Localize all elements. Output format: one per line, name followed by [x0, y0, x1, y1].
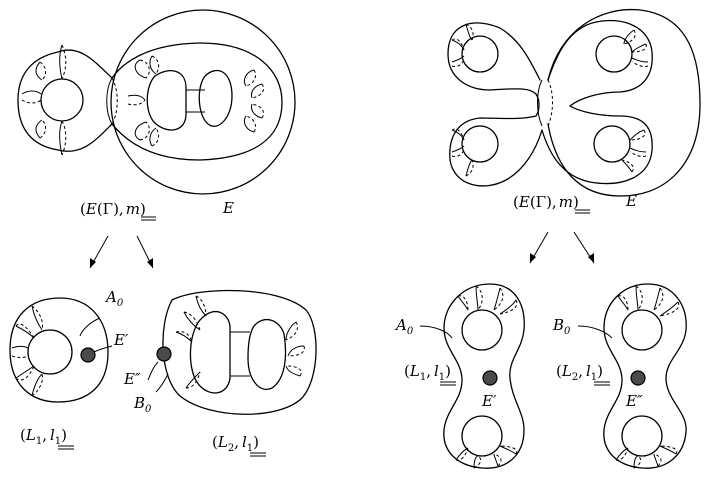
E-double-prime-dot — [156, 346, 172, 362]
left-Eprime-label: E′ — [113, 331, 129, 349]
right-B0-label: B0 — [552, 316, 571, 337]
left-top-label: (E(Γ),m) — [80, 200, 146, 218]
right-top-surface — [447, 8, 701, 197]
left-arrows — [89, 235, 154, 269]
right-surface-outline — [447, 19, 653, 187]
left-L2-label: (L2,l1) — [212, 433, 259, 454]
right-hole — [198, 70, 233, 127]
right-bottom-L2 — [577, 283, 687, 469]
E-prime-dot — [80, 347, 96, 363]
ambient-region-E-right — [547, 8, 701, 197]
ambient-disk-E — [110, 9, 296, 195]
E-double-prime-dot-right — [630, 370, 646, 386]
left-hole — [40, 78, 84, 122]
left-surface-outline — [17, 42, 283, 161]
right-L2-label: (L2,l1) — [556, 362, 603, 383]
left-bottom-L1 — [9, 297, 113, 403]
right-bottom-L1 — [419, 283, 525, 469]
right-Edoubleprime-label: E″ — [625, 392, 643, 410]
right-L1-label: (L1,l1) — [404, 362, 451, 383]
right-A0-label: A0 — [394, 316, 414, 337]
left-A0-label: A0 — [104, 288, 124, 309]
right-top-label: (E(Γ),m) — [513, 193, 579, 211]
right-Eprime-label: E′ — [481, 392, 497, 410]
right-arrows — [529, 231, 595, 264]
E-prime-dot-right — [482, 370, 498, 386]
left-top-surface — [17, 9, 296, 195]
right-E-label: E — [625, 192, 637, 210]
left-E-label: E — [222, 199, 234, 217]
middle-hole — [146, 70, 187, 131]
left-B0-label: B0 — [133, 394, 152, 415]
left-Edoubleprime-label: E″ — [123, 370, 141, 388]
left-bottom-L2 — [147, 289, 317, 415]
left-L1-label: (L1,l1) — [20, 426, 67, 447]
